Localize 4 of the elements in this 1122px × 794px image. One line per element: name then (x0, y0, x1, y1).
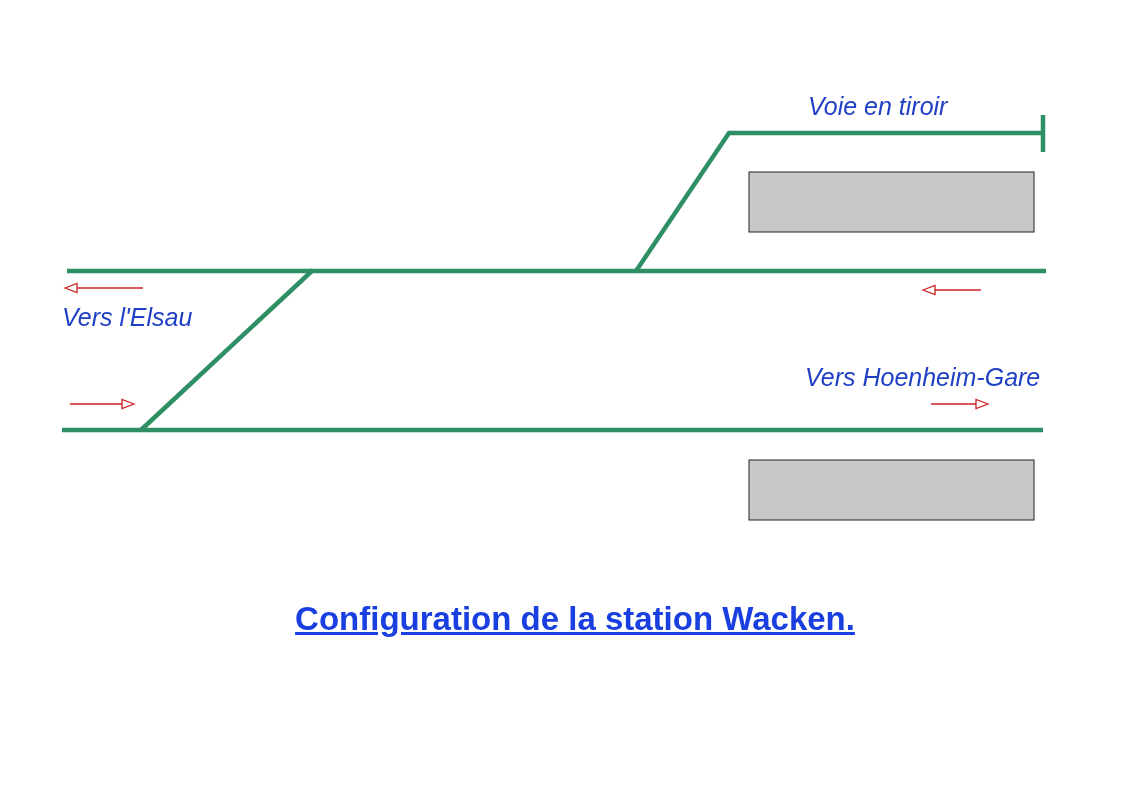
direction-label: Vers Hoenheim-Gare (805, 362, 1041, 392)
direction-label: Vers l'Elsau (62, 302, 193, 332)
caption: Configuration de la station Wacken. (295, 600, 855, 638)
track-label: Voie en tiroir (808, 91, 948, 121)
